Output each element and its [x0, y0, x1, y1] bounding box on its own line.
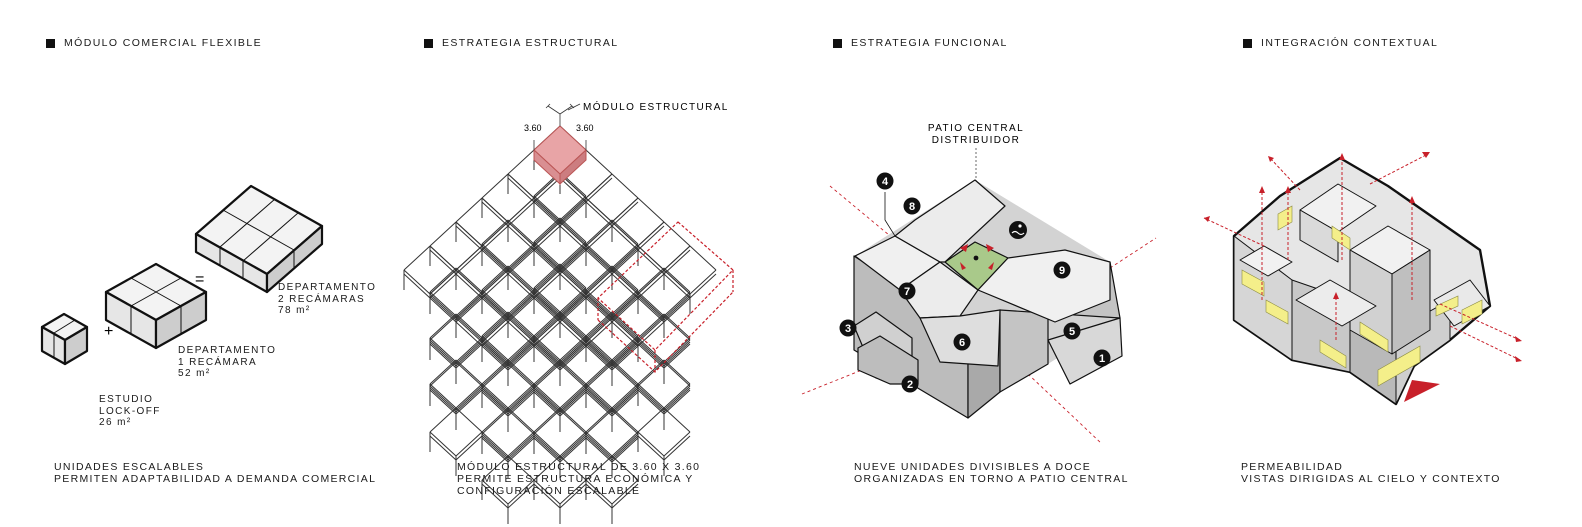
dept1-label-line: DEPARTAMENTO — [178, 345, 277, 356]
structure-frame-diagram: 3.60 3.60 MÓDULO ESTRUCTURAL — [403, 100, 734, 524]
panel-functional-strategy: ESTRATEGIA FUNCIONAL — [800, 0, 1200, 527]
caption-line: UNIDADES ESCALABLES — [54, 461, 205, 473]
unit-numbers: 1 2 3 4 5 6 7 8 9 — [839, 172, 1111, 393]
unit-number-2: 2 — [901, 375, 919, 393]
svg-text:8: 8 — [909, 201, 915, 213]
unit-number-1: 1 — [1093, 349, 1111, 367]
caption-line: PERMITE ESTRUCTURA ECONÓMICA Y — [457, 473, 694, 485]
arrow-icon — [1204, 152, 1522, 402]
svg-text:5: 5 — [1069, 326, 1075, 338]
caption-line: NUEVE UNIDADES DIVISIBLES A DOCE — [854, 461, 1092, 473]
unit-number-8: 8 — [903, 197, 921, 215]
equals-sign: = — [195, 271, 204, 288]
dimension-lines — [533, 103, 587, 150]
dept1-label: DEPARTAMENTO 1 RECÁMARA 52 m² — [178, 345, 276, 380]
dept1-label-line: 52 m² — [178, 368, 211, 379]
pool-icon — [1009, 221, 1027, 239]
caption-line: PERMEABILIDAD — [1241, 461, 1344, 473]
caption-line: VISTAS DIRIGIDAS AL CIELO Y CONTEXTO — [1241, 473, 1501, 485]
panel-header: ESTRATEGIA FUNCIONAL — [833, 37, 1008, 49]
dimension-left: 3.60 — [524, 123, 542, 133]
unit-number-6: 6 — [953, 333, 971, 351]
square-bullet-icon — [833, 38, 842, 48]
plus-sign: + — [104, 323, 113, 340]
panel-caption: MÓDULO ESTRUCTURAL DE 3.60 X 3.60 PERMIT… — [457, 461, 700, 497]
panel-header: ESTRATEGIA ESTRUCTURAL — [424, 37, 618, 49]
functional-massing-diagram: 1 2 3 4 5 6 7 8 9 PATIO CENTRAL DISTRIBUIDOR — [801, 123, 1157, 445]
structural-frame — [403, 125, 717, 524]
square-bullet-icon — [424, 38, 433, 48]
dept1-box — [104, 262, 208, 350]
patio-label-line: PATIO CENTRAL — [928, 123, 1024, 134]
patio-label-line: DISTRIBUIDOR — [932, 135, 1020, 146]
caption-line: ORGANIZADAS EN TORNO A PATIO CENTRAL — [854, 473, 1129, 485]
caption-line: MÓDULO ESTRUCTURAL DE 3.60 X 3.60 — [457, 461, 701, 473]
dept2-label-line: 78 m² — [278, 305, 311, 316]
context-lines — [801, 185, 1157, 445]
dimension-right: 3.60 — [576, 123, 594, 133]
header-text: ESTRATEGIA FUNCIONAL — [851, 37, 1008, 49]
svg-text:6: 6 — [959, 337, 965, 349]
contextual-massing-diagram — [1203, 152, 1522, 406]
svg-text:3: 3 — [845, 323, 851, 335]
caption-line: CONFIGURACIÓN ESCALABLE — [457, 485, 641, 497]
svg-text:7: 7 — [904, 286, 910, 298]
module-label: MÓDULO ESTRUCTURAL — [583, 100, 729, 113]
studio-box — [40, 312, 89, 366]
unit-number-7: 7 — [898, 282, 916, 300]
square-bullet-icon — [46, 38, 55, 48]
panel-modular-commercial: MÓDULO COMERCIAL FLEXIBLE — [0, 0, 400, 527]
modules-diagram: + = — [40, 184, 324, 366]
unit-number-3: 3 — [839, 319, 857, 337]
header-text: MÓDULO COMERCIAL FLEXIBLE — [64, 37, 262, 49]
view-arrows — [1203, 153, 1521, 361]
svg-text:1: 1 — [1099, 353, 1105, 365]
svg-text:9: 9 — [1059, 265, 1065, 277]
studio-label-line: ESTUDIO — [99, 394, 154, 405]
module-group-outline — [597, 221, 734, 373]
square-bullet-icon — [1243, 38, 1252, 48]
header-text: ESTRATEGIA ESTRUCTURAL — [442, 37, 619, 49]
svg-text:4: 4 — [882, 176, 889, 188]
studio-label: ESTUDIO LOCK-OFF 26 m² — [99, 394, 161, 429]
dept2-label-line: DEPARTAMENTO — [278, 282, 377, 293]
panel-header: INTEGRACIÓN CONTEXTUAL — [1243, 37, 1438, 49]
header-text: INTEGRACIÓN CONTEXTUAL — [1261, 37, 1439, 49]
panel-structural-strategy: ESTRATEGIA ESTRUCTURAL 3.60 3.60 MÓDULO … — [400, 0, 800, 527]
dept2-box — [194, 184, 324, 294]
panel-caption: UNIDADES ESCALABLES PERMITEN ADAPTABILID… — [54, 461, 376, 485]
panel-contextual-integration: INTEGRACIÓN CONTEXTUAL — [1200, 0, 1582, 527]
studio-label-line: 26 m² — [99, 417, 132, 428]
panel-header: MÓDULO COMERCIAL FLEXIBLE — [46, 37, 262, 49]
svg-text:2: 2 — [907, 379, 913, 391]
dept2-label: DEPARTAMENTO 2 RECÁMARAS 78 m² — [278, 282, 376, 317]
dept2-label-line: 2 RECÁMARAS — [278, 293, 366, 305]
window-openings — [1241, 205, 1483, 387]
caption-line: PERMITEN ADAPTABILIDAD A DEMANDA COMERCI… — [54, 473, 377, 485]
unit-number-4: 4 — [876, 172, 894, 190]
unit-number-5: 5 — [1063, 322, 1081, 340]
panel-caption: NUEVE UNIDADES DIVISIBLES A DOCE ORGANIZ… — [854, 461, 1129, 485]
dept1-label-line: 1 RECÁMARA — [178, 356, 258, 368]
unit-number-9: 9 — [1053, 261, 1071, 279]
patio-arrows — [960, 244, 994, 270]
panel-caption: PERMEABILIDAD VISTAS DIRIGIDAS AL CIELO … — [1241, 461, 1501, 485]
studio-label-line: LOCK-OFF — [99, 405, 161, 417]
